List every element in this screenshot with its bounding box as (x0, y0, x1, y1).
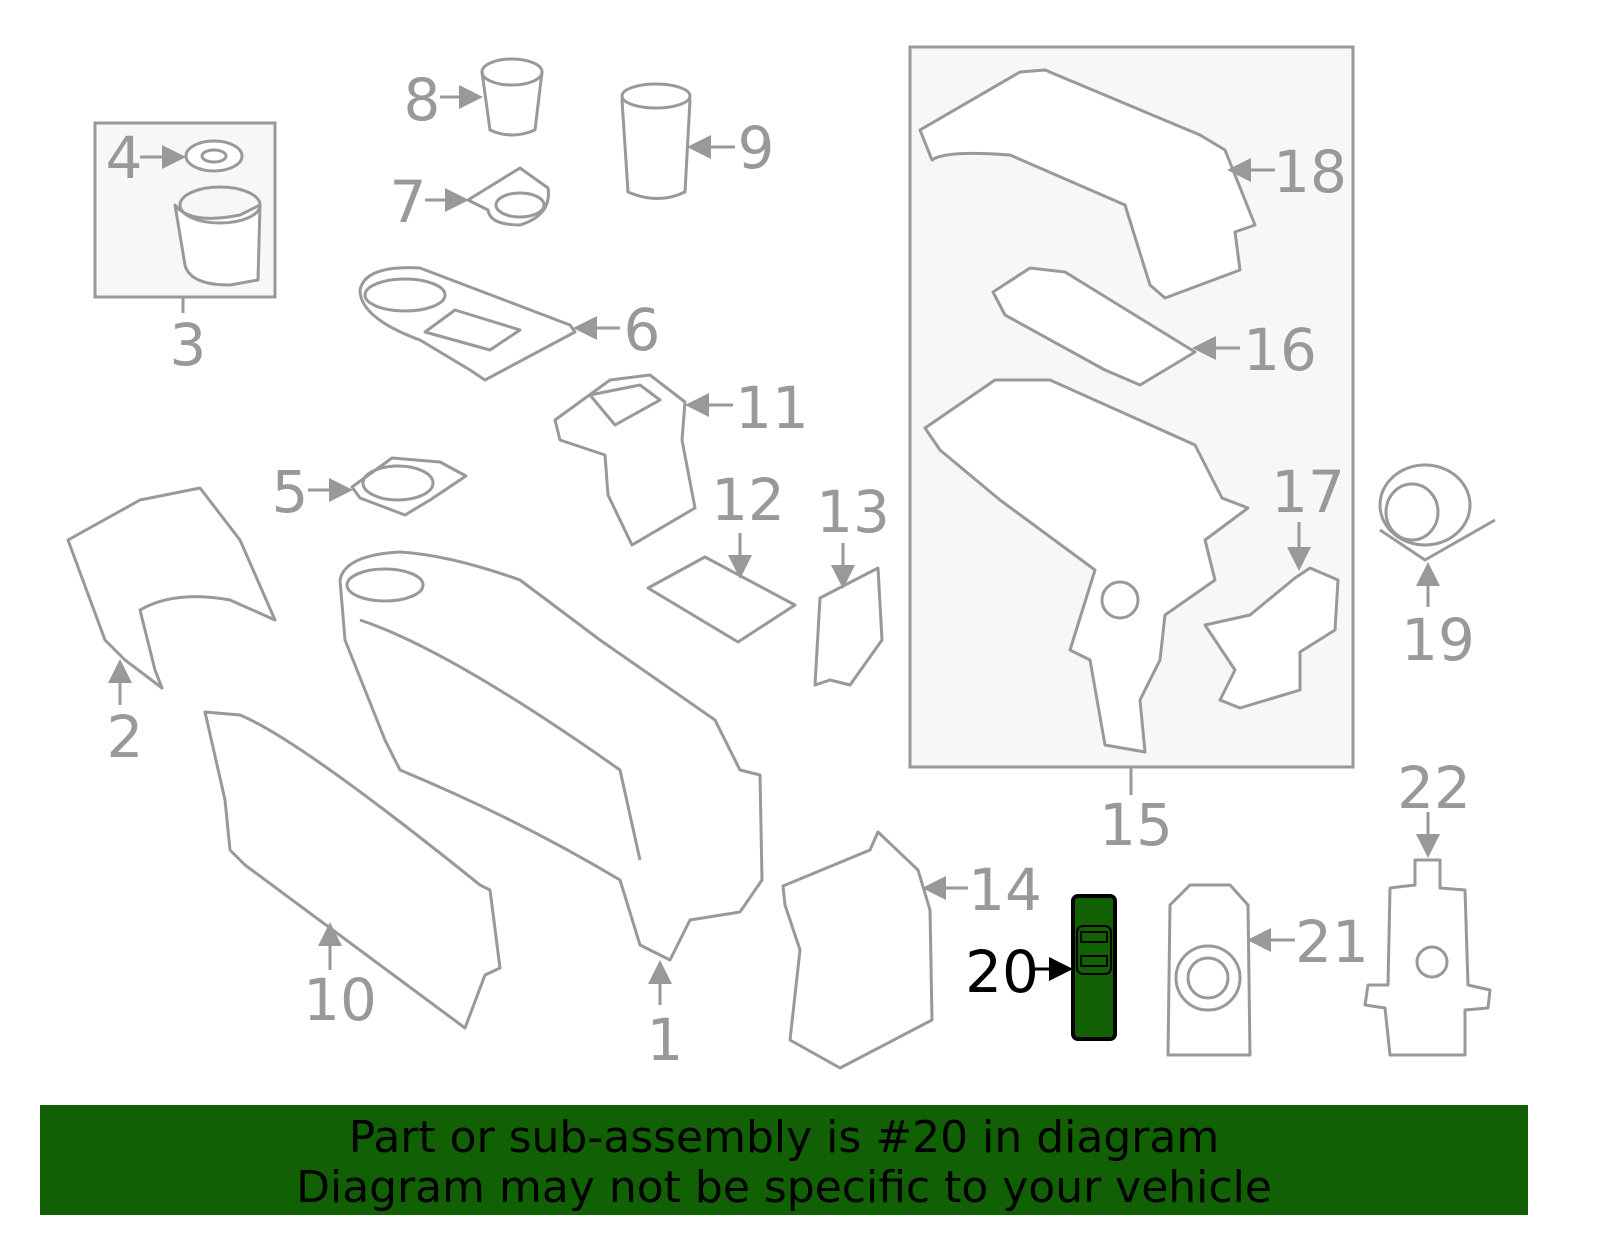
label-16: 16 (1243, 316, 1317, 384)
label-22: 22 (1397, 754, 1471, 822)
part-15-armrest-base[interactable] (923, 378, 1250, 754)
label-14: 14 (968, 856, 1042, 924)
label-13: 13 (816, 478, 890, 546)
part-5-ring[interactable] (350, 456, 468, 517)
part-11-bracket[interactable] (553, 373, 697, 547)
label-6: 6 (624, 296, 661, 364)
label-10: 10 (303, 966, 377, 1034)
label-12: 12 (711, 466, 785, 534)
part-10-side-trim[interactable] (203, 710, 502, 1030)
part-2-side-panel[interactable] (66, 486, 277, 690)
label-2: 2 (107, 703, 144, 771)
part-20-switch-highlighted[interactable] (1071, 894, 1117, 1041)
label-7: 7 (390, 168, 427, 236)
part-1-console[interactable] (338, 550, 764, 962)
part-16-pad[interactable] (991, 266, 1197, 387)
part-9-bottle[interactable] (620, 82, 692, 200)
label-15: 15 (1099, 791, 1173, 859)
part-14-rear-panel[interactable] (781, 830, 934, 1070)
label-19: 19 (1401, 606, 1475, 674)
label-17: 17 (1271, 458, 1345, 526)
part-21-controller[interactable] (1166, 883, 1252, 1057)
leader-lines (108, 85, 1440, 1005)
part-labels: 1 2 3 4 5 6 7 8 9 10 11 12 13 14 15 16 1… (106, 66, 1475, 1074)
part-22-parking-brake-module[interactable] (1363, 858, 1492, 1057)
label-20-highlighted: 20 (965, 938, 1039, 1006)
part-8-cup[interactable] (480, 57, 544, 137)
part-19-tape-roll[interactable] (1378, 463, 1496, 562)
part-17-bracket[interactable] (1203, 566, 1340, 710)
label-9: 9 (738, 114, 775, 182)
part-18-armrest-lid[interactable] (918, 68, 1257, 300)
label-1: 1 (647, 1006, 684, 1074)
label-3: 3 (170, 311, 207, 379)
part-4-cap[interactable] (184, 139, 244, 173)
part-3-cup-holder[interactable] (173, 185, 262, 287)
label-4: 4 (106, 124, 143, 192)
part-13-bracket[interactable] (813, 566, 884, 687)
part-7-ring[interactable] (466, 166, 550, 227)
banner-line-1: Part or sub-assembly is #20 in diagram (348, 1112, 1220, 1163)
banner-line-2: Diagram may not be specific to your vehi… (296, 1162, 1272, 1213)
part-6-tray[interactable] (358, 266, 577, 382)
part-12-pad[interactable] (646, 555, 797, 644)
label-18: 18 (1273, 138, 1347, 206)
label-21: 21 (1295, 908, 1369, 976)
label-5: 5 (272, 458, 309, 526)
label-11: 11 (735, 374, 809, 442)
part-notice-banner: Part or sub-assembly is #20 in diagram D… (40, 1105, 1528, 1215)
label-8: 8 (404, 66, 441, 134)
